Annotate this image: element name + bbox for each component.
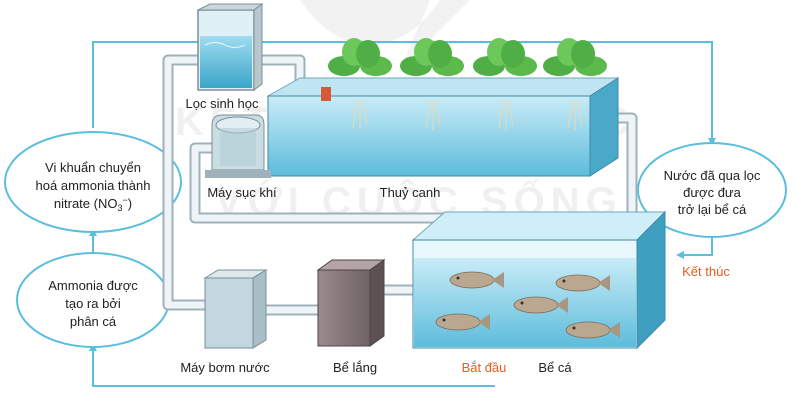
label-loc-sinh-hoc: Lọc sinh học — [186, 96, 259, 111]
plants — [328, 38, 607, 76]
fish-3 — [513, 296, 568, 314]
bubble-ammonia-line3: phân cá — [70, 314, 117, 329]
arrow-to-vi-khuan — [92, 41, 716, 146]
bubble-nuoc-line2: được đưa — [683, 185, 742, 200]
bubble-vi-khuan-close: ) — [128, 196, 132, 211]
label-ket-thuc: Kết thúc — [682, 264, 730, 279]
bubble-vi-khuan: Vi khuẩn chuyển hoá ammonia thành nitrat… — [4, 131, 182, 233]
plant-3 — [473, 38, 537, 76]
fish-group — [435, 271, 620, 339]
plant-roots — [352, 99, 583, 130]
label-thuy-canh: Thuỷ canh — [380, 185, 441, 200]
cycle-arrows — [89, 41, 716, 387]
fish-2 — [555, 274, 610, 292]
bubble-nuoc-line1: Nước đã qua lọc — [664, 168, 761, 183]
aerator — [205, 114, 271, 178]
bubble-ammonia-line2: tạo ra bởi — [65, 296, 121, 311]
label-may-suc-khi: Máy sục khí — [207, 185, 277, 200]
fish-1 — [449, 271, 504, 289]
bubble-vi-khuan-line3: nitrate (NO3−) — [54, 195, 132, 213]
plant-1 — [328, 38, 392, 76]
arrow-to-ammonia — [89, 343, 495, 387]
settling-tank — [316, 259, 386, 347]
arrow-to-ket-thuc — [676, 236, 713, 259]
bubble-nuoc-line3: trở lại bể cá — [678, 202, 747, 217]
bubble-ammonia: Ammonia được tạo ra bởi phân cá — [16, 252, 170, 348]
bio-filter — [197, 3, 264, 91]
bubble-vi-khuan-line1: Vi khuẩn chuyển — [45, 160, 141, 175]
bubble-ammonia-line1: Ammonia được — [48, 278, 138, 293]
label-bat-dau: Bắt đầu — [462, 360, 507, 375]
label-be-lang: Bể lắng — [333, 360, 377, 375]
plant-4 — [543, 38, 607, 76]
label-be-ca: Bể cá — [538, 360, 572, 375]
label-may-bom-nuoc: Máy bơm nước — [180, 360, 270, 375]
fish-4 — [435, 313, 490, 331]
bubble-vi-khuan-sup: − — [122, 195, 127, 205]
fish-5 — [565, 321, 620, 339]
bubble-vi-khuan-line3-text: nitrate (NO — [54, 196, 118, 211]
plant-2 — [400, 38, 464, 76]
hydroponic-bed — [266, 77, 620, 177]
water-pump — [203, 269, 268, 349]
watermark-logo — [300, 0, 470, 70]
component-labels: Lọc sinh học Máy sục khí Thuỷ canh Máy b… — [180, 96, 730, 375]
bubble-vi-khuan-sub: 3 — [117, 203, 122, 213]
bubble-vi-khuan-line2: hoá ammonia thành — [36, 178, 151, 193]
bubble-nuoc-qua-loc: Nước đã qua lọc được đưa trở lại bể cá — [637, 142, 787, 238]
